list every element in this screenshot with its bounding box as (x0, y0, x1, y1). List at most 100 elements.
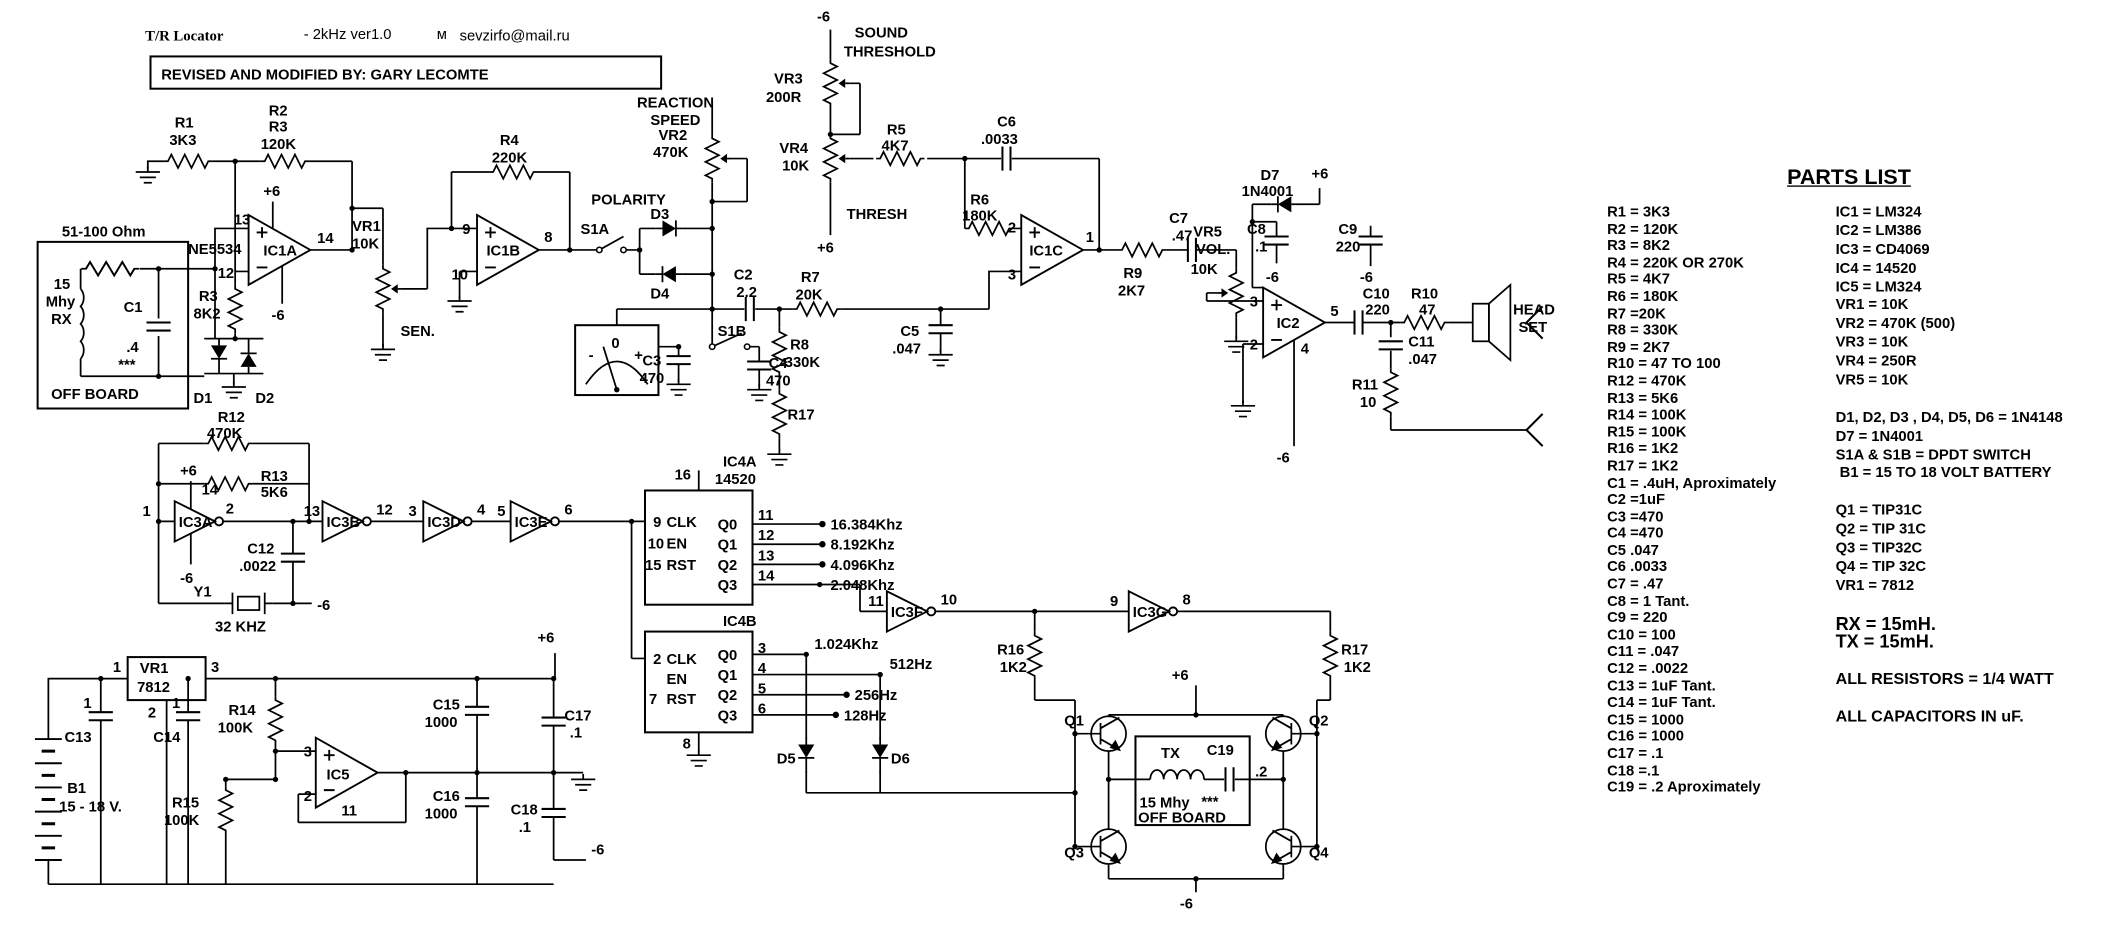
freq-128: 128Hz (844, 708, 887, 724)
offboard-rx: OFF BOARD (51, 387, 139, 403)
title-dash: - 2kHz ver1.0 (304, 27, 392, 43)
r15-value: 100K (164, 813, 200, 829)
pin14-a: 14 (758, 569, 775, 585)
transistor-q3 (1090, 828, 1127, 865)
wires-threshold (829, 29, 1264, 339)
vr3-value: 200R (766, 90, 802, 106)
cap-c16 (465, 798, 489, 806)
parts-list-item-left-18: C3 =470 (1607, 508, 1664, 525)
r8-value: 330K (785, 355, 821, 371)
pin14: 14 (317, 231, 334, 247)
parts-list-item-left-6: R7 =20K (1607, 305, 1666, 322)
c7-label: C7 (1169, 211, 1188, 227)
d6-label: D6 (891, 751, 910, 767)
minus6-c8: -6 (1266, 270, 1279, 286)
ic4b-label: IC4B (723, 614, 757, 630)
c15-value: 1000 (425, 715, 458, 731)
c14-label: C14 (153, 730, 181, 746)
ic1c: IC1C (1029, 243, 1063, 259)
pot-vr4-thresh (824, 134, 850, 182)
cap-c17 (542, 718, 566, 726)
parts-list-item-right-18: Q3 = TIP32C (1835, 540, 1923, 557)
resistor-r15 (219, 786, 232, 834)
pot-vr5-vol (1217, 269, 1243, 317)
cap-c18 (542, 809, 566, 817)
parts-list-item-right-25: ALL RESISTORS = 1/4 WATT (1835, 669, 2054, 689)
parts-list-item-left-29: C14 = 1uF Tant. (1607, 695, 1716, 712)
c10-value: 220 (1365, 302, 1390, 318)
parts-list-item-right-22: RX = 15mH. (1835, 613, 1936, 634)
c14-value: 1 (172, 696, 180, 712)
parts-list-item-right-26 (1836, 690, 2063, 709)
q3-a: Q3 (718, 578, 738, 594)
c13-value: 1 (83, 696, 91, 712)
resistor-r2 (259, 153, 310, 169)
cap-c3 (667, 356, 691, 364)
en-a: EN (667, 536, 688, 552)
b1-value: 15 - 18 V. (59, 800, 122, 816)
parts-list-item-right-0: IC1 = LM324 (1835, 204, 1922, 221)
c19-value: .2 (1255, 765, 1267, 781)
minus6-y1: -6 (317, 598, 330, 614)
crystal-y1 (223, 591, 274, 615)
cap-c1 (146, 323, 170, 331)
r2-label: R2 (269, 104, 288, 120)
parts-list-item-right-7: VR3 = 10K (1835, 334, 1909, 352)
r10-label: R10 (1411, 286, 1438, 302)
parts-list-item-left-13: R15 = 100K (1607, 424, 1687, 441)
r2-value: 120K (261, 137, 297, 153)
set: SET (1518, 320, 1547, 336)
c11-label: C11 (1408, 335, 1434, 351)
parts-list-item-left-27: C12 = .0022 (1607, 661, 1689, 678)
ic3g: IC3G (1133, 605, 1167, 621)
minus6-c9: -6 (1360, 270, 1373, 286)
ic2: IC2 (1277, 316, 1300, 332)
s1b-contact2 (743, 343, 751, 351)
pin6-b: 6 (758, 702, 766, 718)
parts-list-item-left-30: C15 = 1000 (1607, 711, 1684, 729)
title: T/R Locator (145, 28, 224, 44)
q0-b: Q0 (718, 648, 738, 664)
parts-list-item-right-8: VR4 = 250R (1835, 353, 1917, 370)
freq-256: 256Hz (855, 688, 898, 704)
c6-label: C6 (997, 114, 1016, 130)
meter-zero: 0 (611, 336, 619, 352)
parts-list-item-left-9: R10 = 47 TO 100 (1607, 356, 1721, 373)
parts-list-item-right-1: IC2 = LM386 (1835, 222, 1922, 240)
r1-value: 3K3 (169, 133, 196, 149)
diode-d4 (654, 265, 684, 284)
r13-value: 5K6 (261, 485, 288, 501)
parts-list-item-right-5: VR1 = 10K (1835, 297, 1909, 314)
c2-value: 2.2 (736, 285, 757, 301)
vr5-value: 10K (1191, 262, 1218, 278)
c4-value: 470 (766, 374, 791, 390)
parts-list-item-left-21: C6 .0033 (1607, 559, 1668, 576)
cap-c19 (1224, 766, 1235, 793)
parts-list-item-left-33: C18 =.1 (1607, 762, 1660, 779)
r6-value: 180K (962, 208, 998, 224)
headset-jack-bottom-icon (1525, 412, 1544, 448)
pin3-ic1c: 3 (1008, 268, 1016, 284)
r17a-label: R17 (787, 407, 814, 423)
plus6-tx: +6 (1172, 668, 1189, 684)
ic1b: IC1B (486, 243, 520, 259)
pin8: 8 (544, 230, 552, 246)
pin5-ic2: 5 (1330, 304, 1338, 320)
r5-value: 4K7 (882, 139, 909, 155)
speed: SPEED (650, 113, 700, 129)
parts-list-item-left-14: R16 = 1K2 (1607, 441, 1679, 458)
pin13-ic3b: 13 (304, 504, 320, 520)
parts-list-item-right-15 (1836, 484, 2063, 503)
pot-vr3 (824, 59, 850, 107)
c18-label: C18 (511, 802, 538, 818)
r14-value: 100K (218, 720, 254, 736)
parts-list-item-left-3: R4 = 220K OR 270K (1607, 255, 1744, 272)
parts-list-item-right-2: IC3 = CD4069 (1835, 241, 1930, 258)
parts-list-item-right-12: D7 = 1N4001 (1835, 428, 1924, 445)
pin15-ic4a: 15 (645, 558, 661, 574)
c16-value: 1000 (425, 806, 458, 822)
pin1-ic1c: 1 (1086, 230, 1094, 246)
resistor-r4 (488, 164, 539, 180)
parts-list-item-right-23: TX = 15mH. (1835, 632, 1934, 653)
